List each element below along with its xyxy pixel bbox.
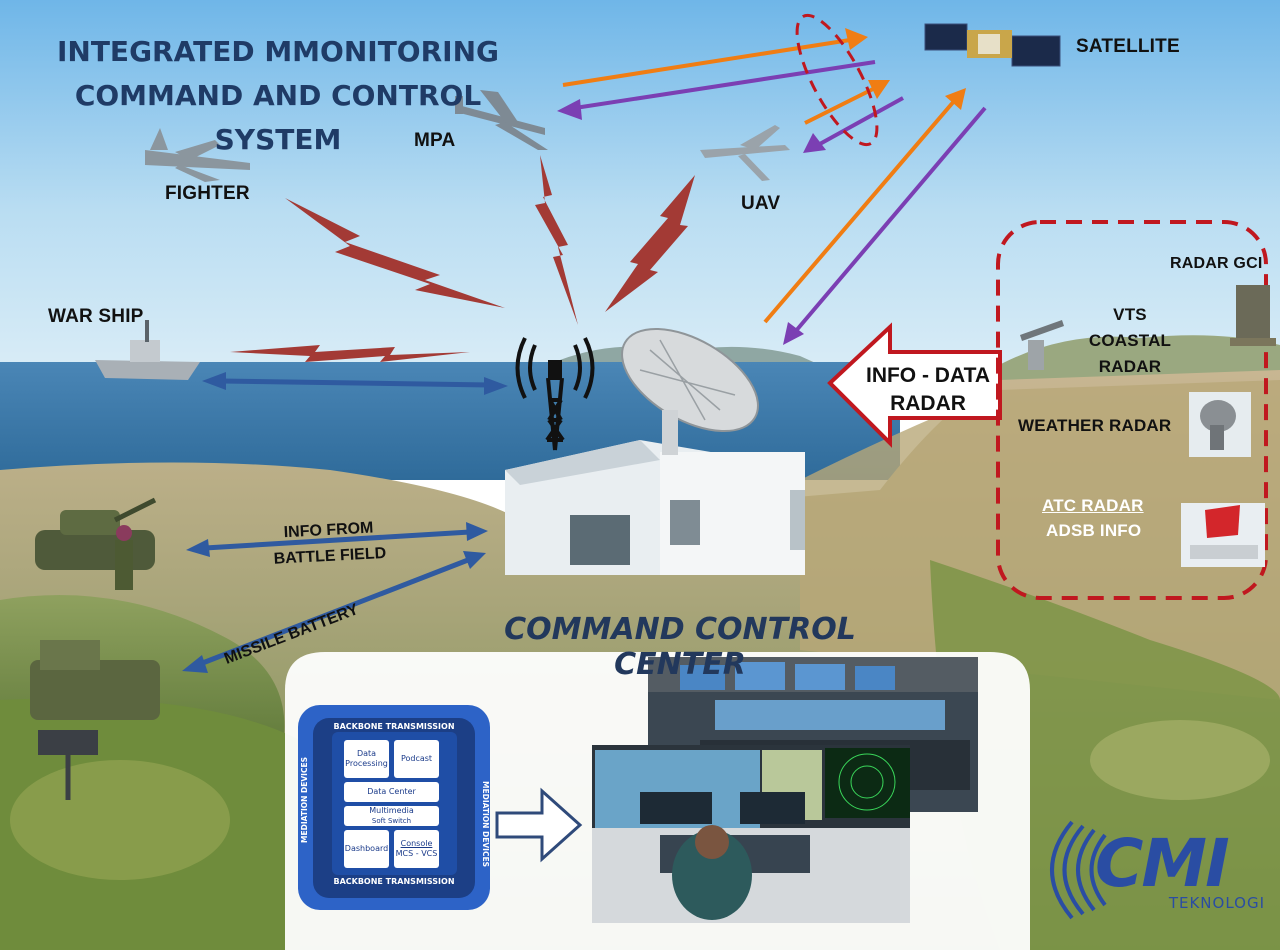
mcs-vcs-text: MCS - VCS	[395, 849, 438, 858]
uav-drone-icon	[700, 125, 790, 181]
satellite-icon	[924, 23, 1061, 67]
atc-radar-icon	[1181, 503, 1265, 567]
weather-radar-icon	[1189, 392, 1251, 457]
uplink-uav-satellite	[804, 86, 876, 125]
backbone-top-label: BACKBONE TRANSMISSION	[333, 722, 455, 731]
datalink-missile-center	[182, 551, 486, 673]
label-war-ship: WAR SHIP	[48, 306, 144, 327]
datalink-battlefield-center	[186, 522, 488, 557]
label-radar-gci: RADAR GCI	[1170, 255, 1263, 272]
cmi-logo-mark	[1050, 820, 1107, 920]
label-satellite: SATELLITE	[1076, 36, 1180, 57]
label-fighter: FIGHTER	[165, 183, 250, 204]
label-vts-line1: VTS	[1113, 305, 1147, 324]
label-adsb-info: ADSB INFO	[1046, 521, 1142, 540]
vts-coastal-radar-icon	[1020, 320, 1064, 370]
label-uav: UAV	[741, 193, 781, 214]
diagram-title: INTEGRATED MMONITORING COMMAND AND CONTR…	[18, 30, 538, 162]
info-data-radar-label: INFO - DATA RADAR	[858, 362, 998, 418]
fighter-jet-icon	[145, 128, 250, 182]
radio-link-mpa	[535, 155, 578, 325]
info-data-line2: RADAR	[890, 392, 966, 415]
label-atc-radar: ATC RADAR	[1042, 496, 1144, 515]
highlight-dashed-ellipse	[795, 13, 879, 147]
command-control-center-title: COMMAND CONTROL CENTER	[504, 612, 856, 682]
label-vts: VTS COASTAL RADAR	[1060, 302, 1200, 380]
radio-link-uav	[605, 175, 695, 312]
cmi-logo: CMI TEKNOLOGI	[1095, 825, 1265, 913]
cell-data-processing: Data Processing	[344, 740, 389, 778]
command-building	[505, 440, 805, 575]
label-weather-radar: WEATHER RADAR	[1018, 416, 1172, 435]
soldier-icon	[115, 525, 133, 590]
multimedia-text: Multimedia	[369, 806, 414, 815]
satellite-dish	[621, 327, 759, 455]
battlefield-label: INFO FROM BATTLE FIELD	[268, 515, 391, 573]
downlink-satellite-mpa	[574, 60, 876, 110]
cell-dashboard: Dashboard	[344, 830, 389, 868]
soft-switch-text: Soft Switch	[371, 817, 412, 825]
mpa-aircraft-icon	[455, 90, 548, 150]
datalink-warship-center	[202, 372, 508, 395]
label-vts-line2: COASTAL RADAR	[1088, 331, 1172, 376]
radio-link-warship	[230, 345, 470, 362]
cell-data-center: Data Center	[344, 782, 439, 802]
uplink-center-satellite	[763, 98, 957, 324]
downlink-satellite-uav	[817, 96, 904, 147]
console-text: Console	[400, 839, 433, 848]
label-mpa: MPA	[414, 130, 456, 151]
control-room-photo-bottom	[592, 745, 910, 923]
downlink-satellite-center	[793, 106, 987, 334]
uplink-mpa-satellite	[562, 38, 851, 87]
backbone-bottom-label: BACKBONE TRANSMISSION	[333, 877, 455, 886]
flow-arrow-outline	[495, 787, 583, 863]
cmi-logo-sub: TEKNOLOGI	[1168, 894, 1265, 912]
radar-gci-icon	[1230, 285, 1276, 346]
warship-icon	[95, 320, 200, 380]
radar-group-box	[996, 220, 1268, 600]
mediation-left-label: MEDIATION DEVICES	[300, 757, 309, 843]
missile-battery-icon	[30, 640, 160, 800]
cell-console: Console MCS - VCS	[394, 830, 439, 868]
cell-podcast: Podcast	[394, 740, 439, 778]
mediation-right-label: MEDIATION DEVICES	[481, 781, 490, 867]
radio-tower-icon	[515, 337, 595, 451]
title-line-1: INTEGRATED MMONITORING	[56, 35, 499, 68]
cell-multimedia: Multimedia Soft Switch	[344, 806, 439, 826]
info-data-line1: INFO - DATA	[865, 364, 991, 387]
title-line-2: COMMAND AND CONTROL SYSTEM	[74, 79, 482, 156]
cmi-logo-brand: CMI	[1095, 825, 1230, 902]
